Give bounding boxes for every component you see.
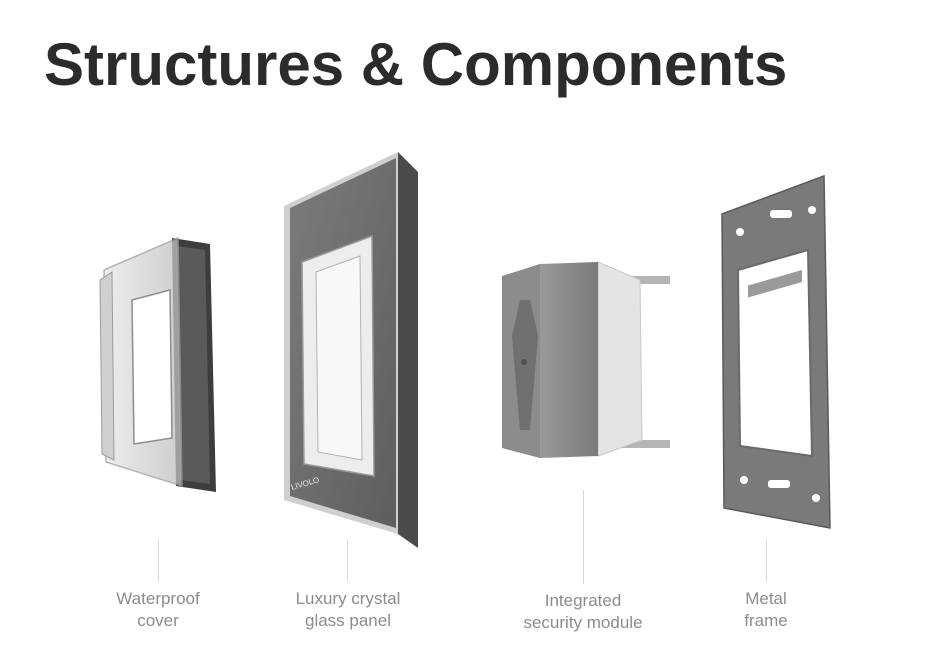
metal-frame-image xyxy=(721,174,831,529)
security-module-image xyxy=(502,261,670,458)
metal-frame-connector xyxy=(766,540,767,582)
waterproof-cover-image xyxy=(99,236,216,492)
glass-panel-label: Luxury crystal glass panel xyxy=(295,589,401,630)
page-title: Structures & Components xyxy=(44,31,788,98)
glass-panel-image: LIVOLO xyxy=(284,152,418,548)
waterproof-cover-label: Waterproof cover xyxy=(116,589,200,630)
glass-panel-connector xyxy=(347,540,348,582)
waterproof-cover-connector xyxy=(158,540,159,582)
security-module-connector xyxy=(583,490,584,584)
security-module-label: Integrated security module xyxy=(523,591,643,632)
metal-frame-label: Metal frame xyxy=(744,589,788,630)
